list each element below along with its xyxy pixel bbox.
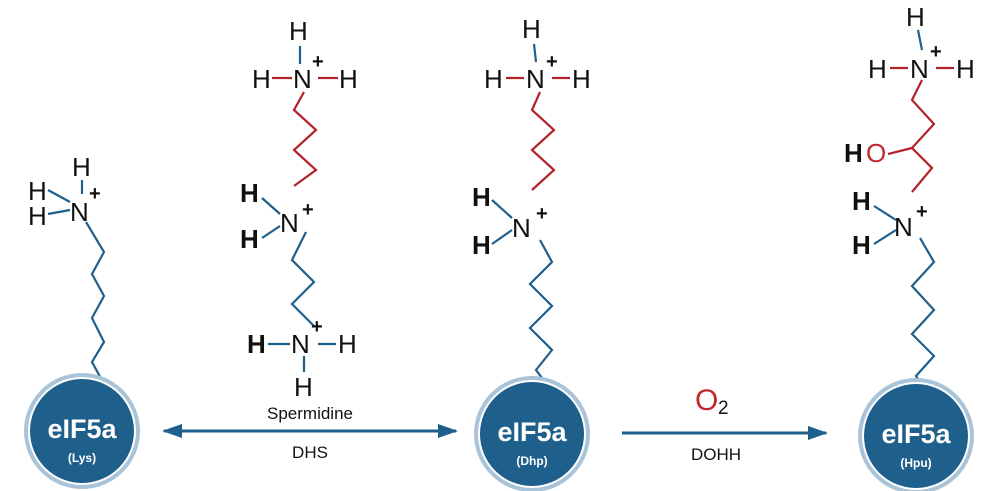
- hydroxyl-h: H: [844, 138, 863, 168]
- charge-plus: +: [89, 183, 101, 205]
- atom-h: H: [852, 230, 871, 260]
- atom-h: H: [338, 329, 357, 359]
- protein-subtitle: (Dhp): [516, 454, 547, 468]
- protein-title: eIF5a: [497, 417, 567, 447]
- atom-h: H: [240, 224, 259, 254]
- atom-h: H: [294, 372, 313, 402]
- atom-n: N: [70, 197, 89, 227]
- atom-h: H: [852, 186, 871, 216]
- atom-h: H: [956, 54, 975, 84]
- protein-subtitle: (Lys): [68, 451, 96, 465]
- atom-n: N: [293, 64, 312, 94]
- protein-hpu: eIF5a (Hpu): [858, 378, 974, 491]
- lysine-molecule: H H H N +: [28, 152, 106, 385]
- protein-lys: eIF5a (Lys): [24, 373, 140, 489]
- atom-h: H: [472, 230, 491, 260]
- reaction-dohh: O 2 DOHH: [622, 384, 828, 464]
- atom-h: H: [339, 64, 358, 94]
- spermidine-molecule: H H N + H H H N + H N + H H: [240, 16, 358, 402]
- charge-plus: +: [312, 51, 324, 73]
- reaction-dhs: Spermidine DHS: [162, 404, 458, 462]
- charge-plus: +: [916, 201, 928, 223]
- hypusine-molecule: H H N + H H O H H N +: [844, 2, 975, 395]
- protein-subtitle: (Hpu): [900, 456, 931, 470]
- atom-h: H: [906, 2, 925, 32]
- atom-h: H: [484, 64, 503, 94]
- charge-plus: +: [302, 199, 314, 221]
- atom-n: N: [894, 212, 913, 242]
- atom-n: N: [910, 54, 929, 84]
- atom-h: H: [72, 152, 91, 182]
- hydroxyl-o: O: [866, 138, 886, 168]
- charge-plus: +: [536, 203, 548, 225]
- reaction-bottom-label: DHS: [292, 443, 328, 462]
- charge-plus: +: [311, 316, 323, 338]
- protein-title: eIF5a: [881, 419, 951, 449]
- atom-h: H: [240, 178, 259, 208]
- atom-h: H: [28, 201, 47, 231]
- deoxyhypusine-molecule: H H N + H H H N +: [472, 14, 591, 387]
- atom-n: N: [526, 64, 545, 94]
- reaction-top-label: Spermidine: [267, 404, 353, 423]
- atom-h: H: [472, 182, 491, 212]
- atom-h: H: [572, 64, 591, 94]
- atom-n: N: [512, 213, 531, 243]
- reaction-bottom-label: DOHH: [691, 445, 741, 464]
- atom-n: N: [280, 208, 299, 238]
- atom-h: H: [252, 64, 271, 94]
- atom-n: N: [291, 329, 310, 359]
- charge-plus: +: [930, 41, 942, 63]
- charge-plus: +: [546, 51, 558, 73]
- atom-h: H: [289, 16, 308, 46]
- protein-title: eIF5a: [47, 414, 117, 444]
- atom-h: H: [522, 14, 541, 44]
- atom-h: H: [868, 54, 887, 84]
- atom-h: H: [247, 329, 266, 359]
- atom-h: H: [28, 176, 47, 206]
- protein-dhp: eIF5a (Dhp): [474, 376, 590, 491]
- reagent-oxygen: O: [695, 384, 718, 417]
- reagent-subscript: 2: [718, 398, 729, 419]
